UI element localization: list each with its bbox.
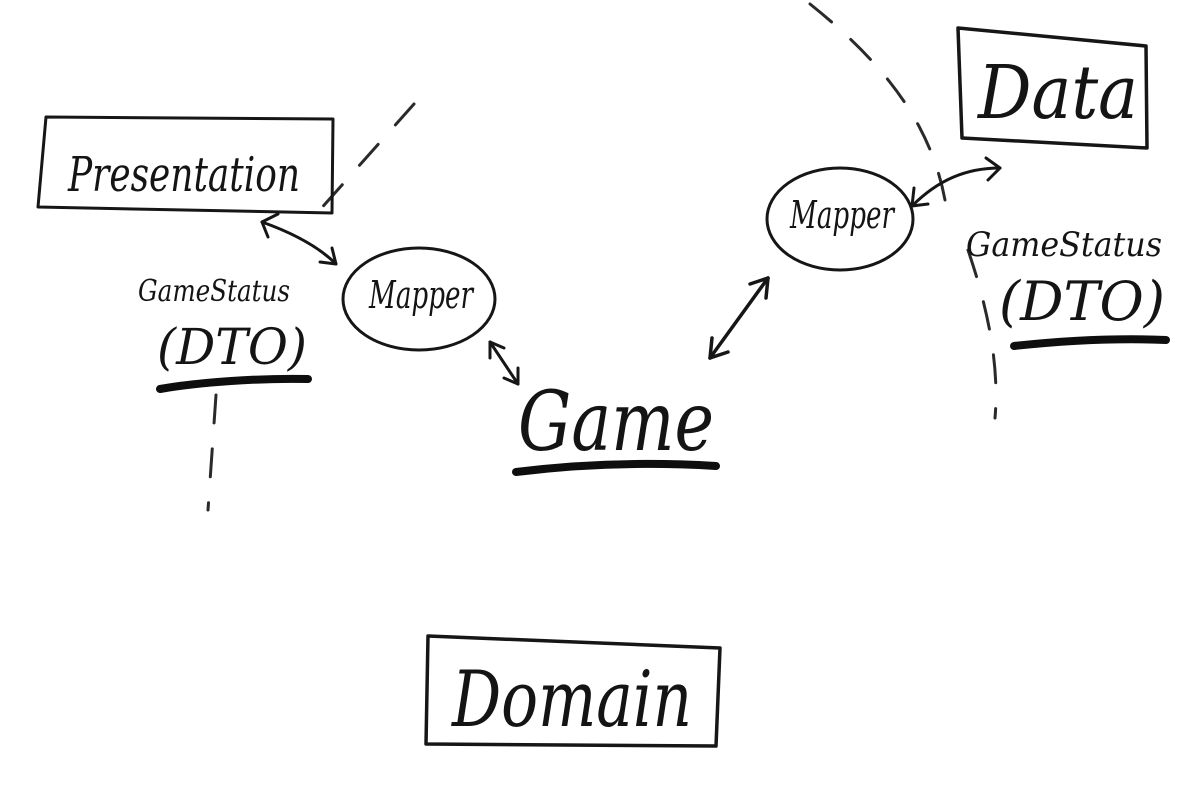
domain-layer-box: Domain (424, 634, 722, 748)
data-label: Data (976, 50, 1138, 136)
presentation-label: Presentation (67, 147, 300, 203)
data-layer-box: Data (956, 26, 1149, 150)
layer-boundaries (206, 2, 998, 512)
domain-label: Domain (450, 655, 692, 745)
mapper-left-ellipse (341, 246, 497, 352)
dto-right-underline (1010, 335, 1170, 350)
data-box-border (956, 26, 1149, 150)
arrow-mapper-game (488, 340, 520, 386)
game-label: Game (518, 375, 714, 470)
boundary-domain-data (808, 2, 998, 420)
dto-left: GameStatus (DTO) (138, 274, 312, 393)
dto-right: GameStatus (DTO) (966, 225, 1170, 350)
mapper-right-ellipse (765, 166, 915, 272)
dto-right-kind: (DTO) (999, 270, 1165, 333)
dto-left-underline (156, 374, 312, 393)
presentation-box-border (36, 115, 335, 215)
mapper-left: Mapper (341, 246, 497, 352)
dto-right-name: GameStatus (966, 225, 1162, 265)
boundary-presentation-domain (206, 102, 416, 512)
arrow-mapper-data (910, 156, 1002, 208)
game-underline (512, 460, 720, 476)
game-entity: Game (512, 375, 720, 476)
dto-left-kind: (DTO) (157, 318, 307, 376)
dto-left-name: GameStatus (138, 274, 290, 309)
arrow-game-mapper (708, 276, 770, 360)
domain-box-border (424, 634, 722, 748)
mapper-right: Mapper (765, 166, 915, 272)
presentation-layer-box: Presentation (36, 115, 335, 215)
mapper-right-label: Mapper (789, 193, 896, 237)
arrow-presentation-mapper (260, 212, 338, 266)
arrows (260, 156, 1002, 386)
mapper-left-label: Mapper (368, 273, 475, 317)
